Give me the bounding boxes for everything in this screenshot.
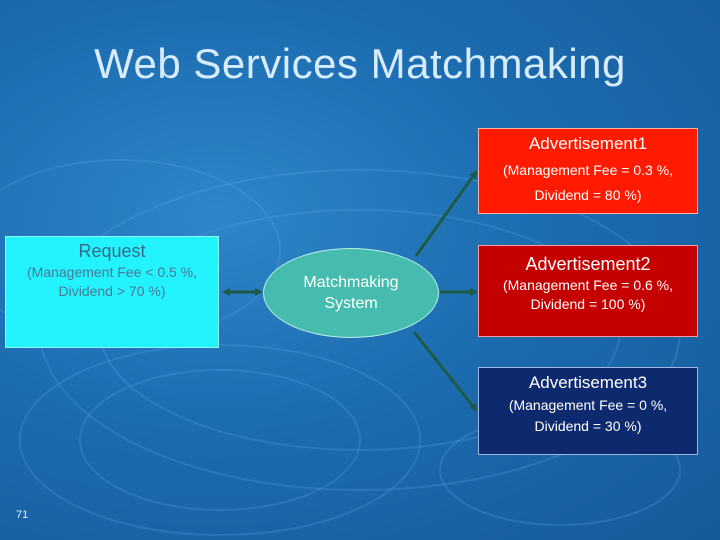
advertisement1-fee: (Management Fee = 0.3 %, bbox=[502, 162, 674, 178]
advertisement3-fee: (Management Fee = 0 %, bbox=[508, 397, 668, 413]
request-dividend: Dividend > 70 %) bbox=[58, 283, 166, 299]
request-heading: Request bbox=[78, 241, 146, 261]
advertisement1-dividend: Dividend = 80 %) bbox=[534, 187, 642, 203]
advertisement3-box: Advertisement3 (Management Fee = 0 %, Di… bbox=[478, 367, 698, 455]
advertisement2-heading: Advertisement2 bbox=[525, 254, 651, 274]
request-box: Request (Management Fee < 0.5 %, Dividen… bbox=[5, 236, 219, 348]
request-fee: (Management Fee < 0.5 %, bbox=[26, 264, 198, 280]
advertisement3-dividend: Dividend = 30 %) bbox=[534, 418, 642, 434]
advertisement2-fee: (Management Fee = 0.6 %, bbox=[502, 277, 674, 293]
advertisement2-box: Advertisement2 (Management Fee = 0.6 %, … bbox=[478, 245, 698, 337]
slide-title: Web Services Matchmaking bbox=[94, 40, 626, 87]
advertisement3-heading: Advertisement3 bbox=[528, 373, 648, 392]
advertisement1-box: Advertisement1 (Management Fee = 0.3 %, … bbox=[478, 128, 698, 214]
advertisement1-heading: Advertisement1 bbox=[528, 134, 648, 153]
arrow-to-advertisement1 bbox=[414, 170, 478, 257]
matchmaking-system-ellipse: Matchmaking System bbox=[263, 248, 439, 338]
advertisement2-dividend: Dividend = 100 %) bbox=[530, 296, 646, 312]
arrow-to-advertisement3 bbox=[412, 331, 478, 412]
slide-number: 71 bbox=[16, 509, 29, 521]
